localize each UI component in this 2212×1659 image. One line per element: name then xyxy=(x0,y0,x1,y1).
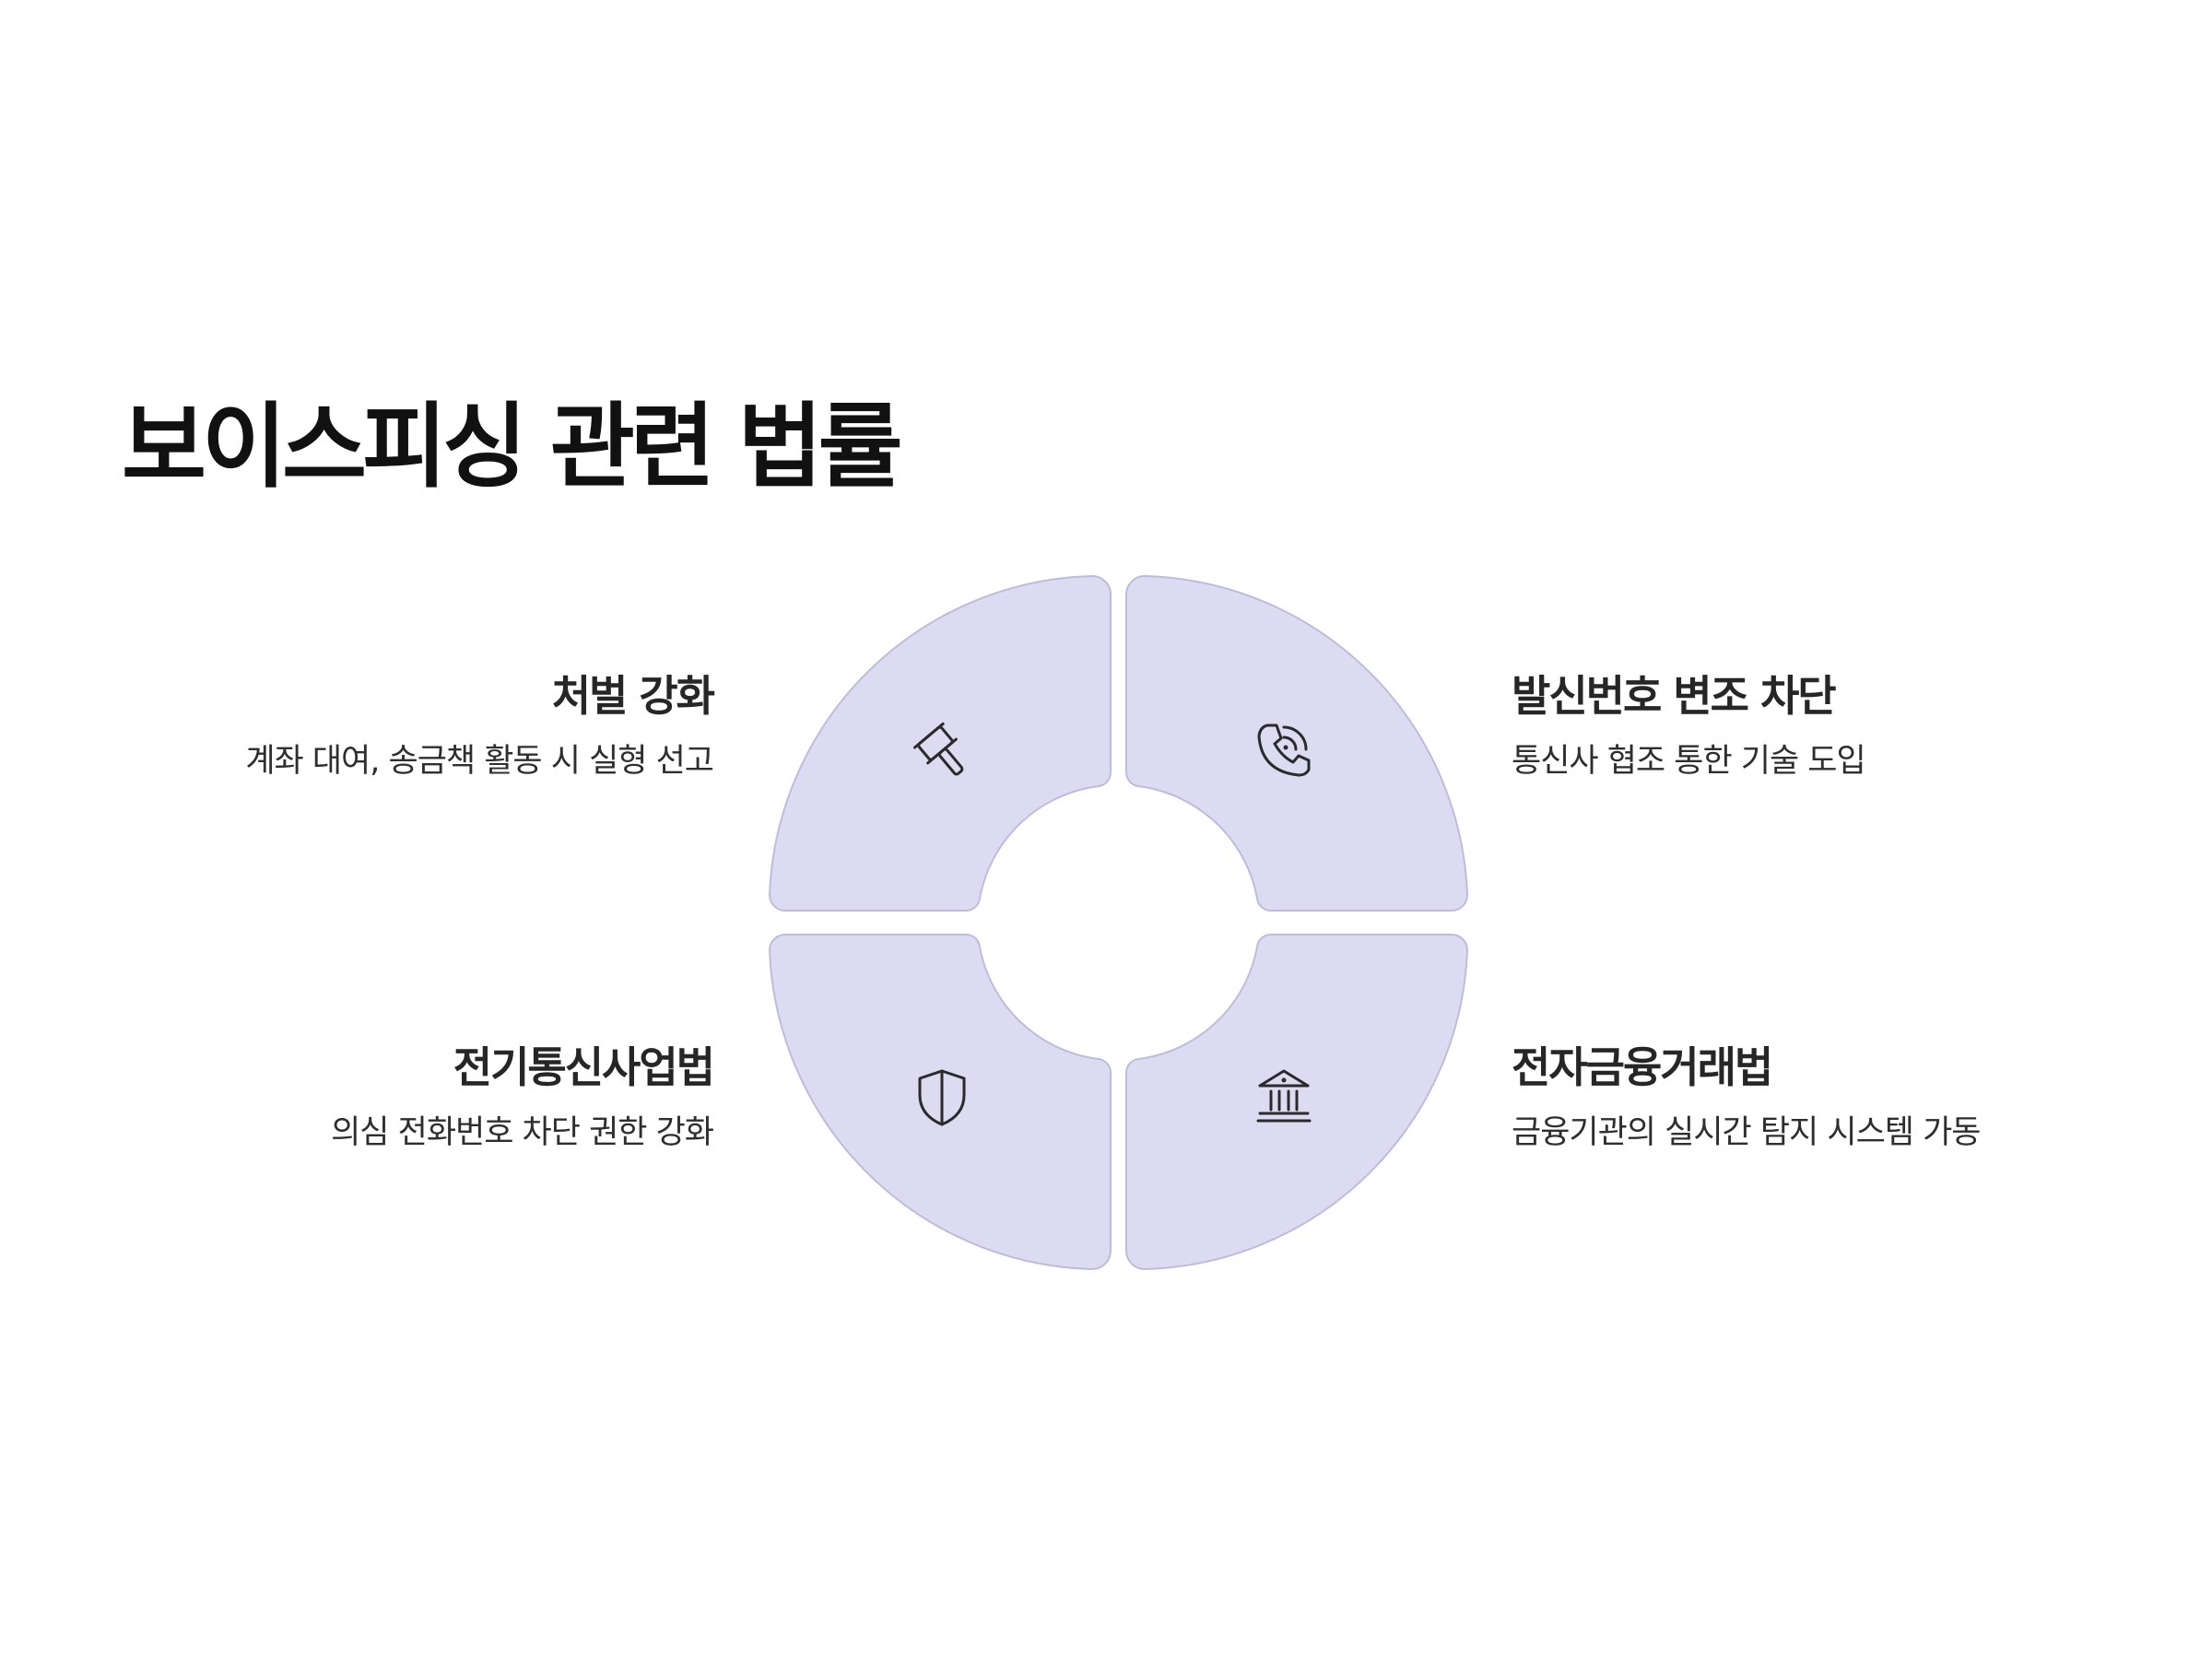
segment-label-top-left: 처벌 강화 계좌 대여, 송금책 활동 시 실형 선고 xyxy=(142,668,715,782)
segment-top-right[interactable] xyxy=(1124,574,1469,912)
page-title: 보이스피싱 관련 법률 xyxy=(122,393,903,500)
segment-bottom-left[interactable] xyxy=(768,933,1112,1271)
segment-heading: 전기통신사업법 xyxy=(453,1042,715,1092)
segment-label-bottom-left: 전기통신사업법 의심 전화번호 차단 권한 강화 xyxy=(142,1040,715,1154)
shield-icon xyxy=(918,1069,966,1126)
segment-description: 의심 전화번호 차단 권한 강화 xyxy=(331,1114,714,1151)
segment-description: 금융기관의 실시간 탐지 시스템 가동 xyxy=(1512,1114,1982,1151)
segment-heading: 전자금융거래법 xyxy=(1512,1042,1773,1092)
segment-label-top-right: 발신번호 변조 차단 통신사 협조 통한 기술 도입 xyxy=(1512,668,2083,782)
gavel-icon xyxy=(913,722,964,776)
bank-icon xyxy=(1256,1069,1312,1123)
phone-icon xyxy=(1257,724,1311,777)
segment-heading: 처벌 강화 xyxy=(551,671,715,721)
segment-description: 계좌 대여, 송금책 활동 시 실형 선고 xyxy=(245,743,714,780)
segment-label-bottom-right: 전자금융거래법 금융기관의 실시간 탐지 시스템 가동 xyxy=(1512,1040,2083,1154)
segment-description: 통신사 협조 통한 기술 도입 xyxy=(1512,743,1866,780)
segment-heading: 발신번호 변조 차단 xyxy=(1512,671,1837,721)
segment-top-left[interactable] xyxy=(768,574,1112,912)
